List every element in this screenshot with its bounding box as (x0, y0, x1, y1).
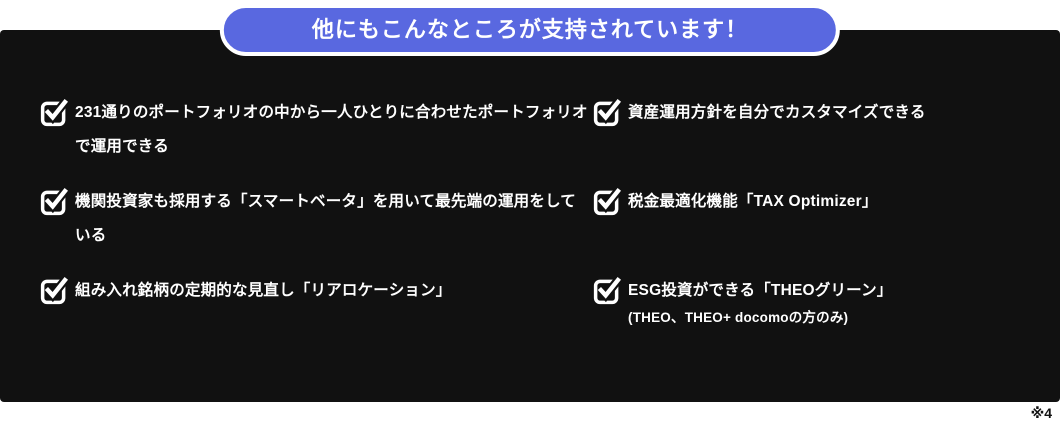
section-title-banner: 他にもこんなところが支持されています！ (219, 4, 841, 56)
feature-item-tax-optimizer: 税金最適化機能「TAX Optimizer」 (593, 185, 1048, 274)
feature-item-portfolio: 231通りのポートフォリオの中から一人ひとりに合わせたポートフォリオ で運用でき… (40, 96, 588, 185)
section-title: 他にもこんなところが支持されています！ (311, 17, 749, 42)
checked-checkbox-icon (593, 187, 622, 216)
checked-checkbox-icon (593, 276, 622, 305)
feature-text-line: 資産運用方針を自分でカスタマイズできる (628, 104, 926, 121)
checked-checkbox-icon (40, 98, 69, 127)
feature-text-line: 税金最適化機能「TAX Optimizer」 (628, 193, 878, 210)
feature-item-theo-green: ESG投資ができる「THEOグリーン」 (THEO、THEO+ docomoの方… (593, 274, 1048, 328)
feature-item-reallocation: 組み入れ銘柄の定期的な見直し「リアロケーション」 (40, 274, 585, 308)
feature-text-line: 組み入れ銘柄の定期的な見直し「リアロケーション」 (75, 282, 452, 299)
feature-text-line: ESG投資ができる「THEOグリーン」 (628, 282, 893, 299)
feature-item-customize: 資産運用方針を自分でカスタマイズできる (593, 96, 1048, 185)
feature-item-smart-beta: 機関投資家も採用する「スマートベータ」を用いて最先端の運用をして いる (40, 185, 585, 274)
checked-checkbox-icon (40, 187, 69, 216)
feature-text-line: 231通りのポートフォリオの中から一人ひとりに合わせたポートフォリオ (75, 104, 588, 121)
feature-text-line: いる (75, 227, 107, 244)
dark-panel (0, 30, 1060, 402)
feature-column-right: 資産運用方針を自分でカスタマイズできる 税金最適化機能「TAX Optimize… (593, 96, 1048, 328)
checked-checkbox-icon (40, 276, 69, 305)
feature-column-left: 231通りのポートフォリオの中から一人ひとりに合わせたポートフォリオ で運用でき… (40, 96, 588, 308)
feature-text-line: で運用できる (75, 138, 169, 155)
feature-note: (THEO、THEO+ docomoの方のみ) (628, 310, 849, 325)
footnote-marker: ※4 (1030, 405, 1052, 421)
feature-text-line: 機関投資家も採用する「スマートベータ」を用いて最先端の運用をして (75, 193, 577, 210)
checked-checkbox-icon (593, 98, 622, 127)
